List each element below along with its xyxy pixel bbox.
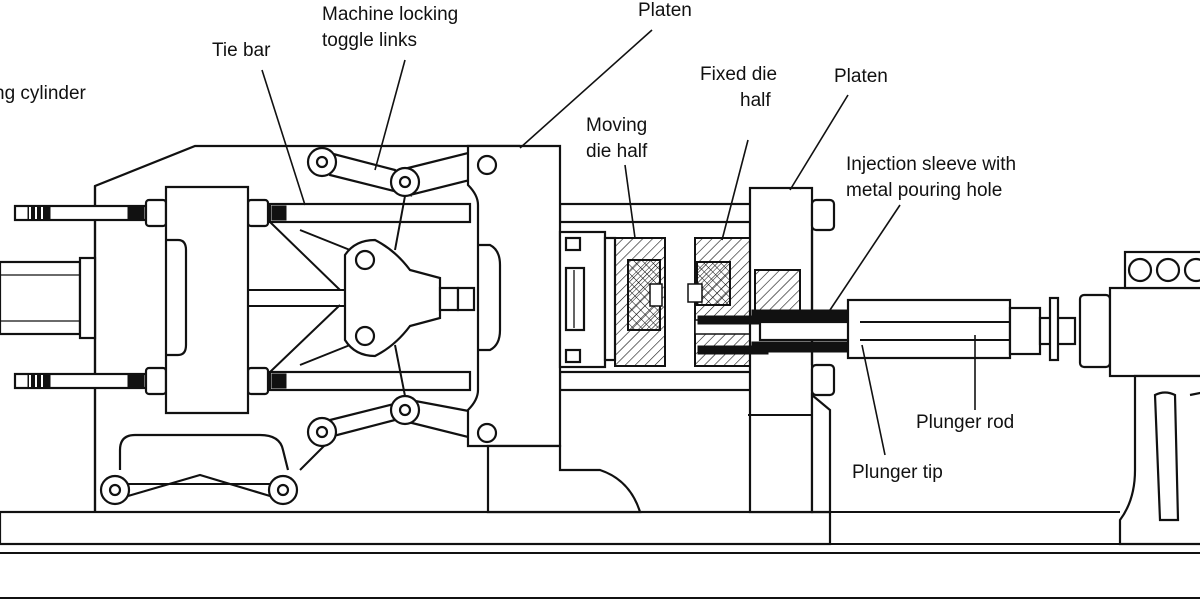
frame-feet xyxy=(99,433,331,506)
tie-bar-lower xyxy=(13,370,762,392)
label-toggle-links-line1: Machine locking xyxy=(322,4,458,25)
label-fixed-die-line2: half xyxy=(740,90,771,111)
label-injection-sleeve-line1: Injection sleeve with xyxy=(846,154,1016,175)
machine-frame xyxy=(93,144,520,512)
label-toggle-links-line2: toggle links xyxy=(322,30,417,51)
locking-cylinder xyxy=(0,256,97,340)
labels: ng cylinder Tie bar Machine locking togg… xyxy=(0,0,1016,483)
label-plunger-tip: Plunger tip xyxy=(852,462,943,483)
label-platen-right: Platen xyxy=(834,66,888,87)
moving-die-half xyxy=(558,230,666,369)
shot-cylinder xyxy=(1048,250,1200,546)
moving-platen xyxy=(456,144,642,514)
label-fixed-die-line1: Fixed die xyxy=(700,64,777,85)
leader-lines xyxy=(261,29,976,456)
label-platen-top: Platen xyxy=(638,0,692,21)
label-tie-bar: Tie bar xyxy=(212,40,271,61)
label-plunger-rod: Plunger rod xyxy=(916,412,1014,433)
label-moving-die-line2: die half xyxy=(586,141,648,162)
label-injection-sleeve-line2: metal pouring hole xyxy=(846,180,1002,201)
machine-base xyxy=(0,510,1200,599)
tie-bar-nuts xyxy=(27,198,287,396)
label-moving-die-line1: Moving xyxy=(586,115,647,136)
tie-bar-upper xyxy=(13,202,762,224)
rear-platen xyxy=(164,185,250,415)
toggle-links xyxy=(248,146,492,448)
label-locking-cylinder: ng cylinder xyxy=(0,83,87,104)
